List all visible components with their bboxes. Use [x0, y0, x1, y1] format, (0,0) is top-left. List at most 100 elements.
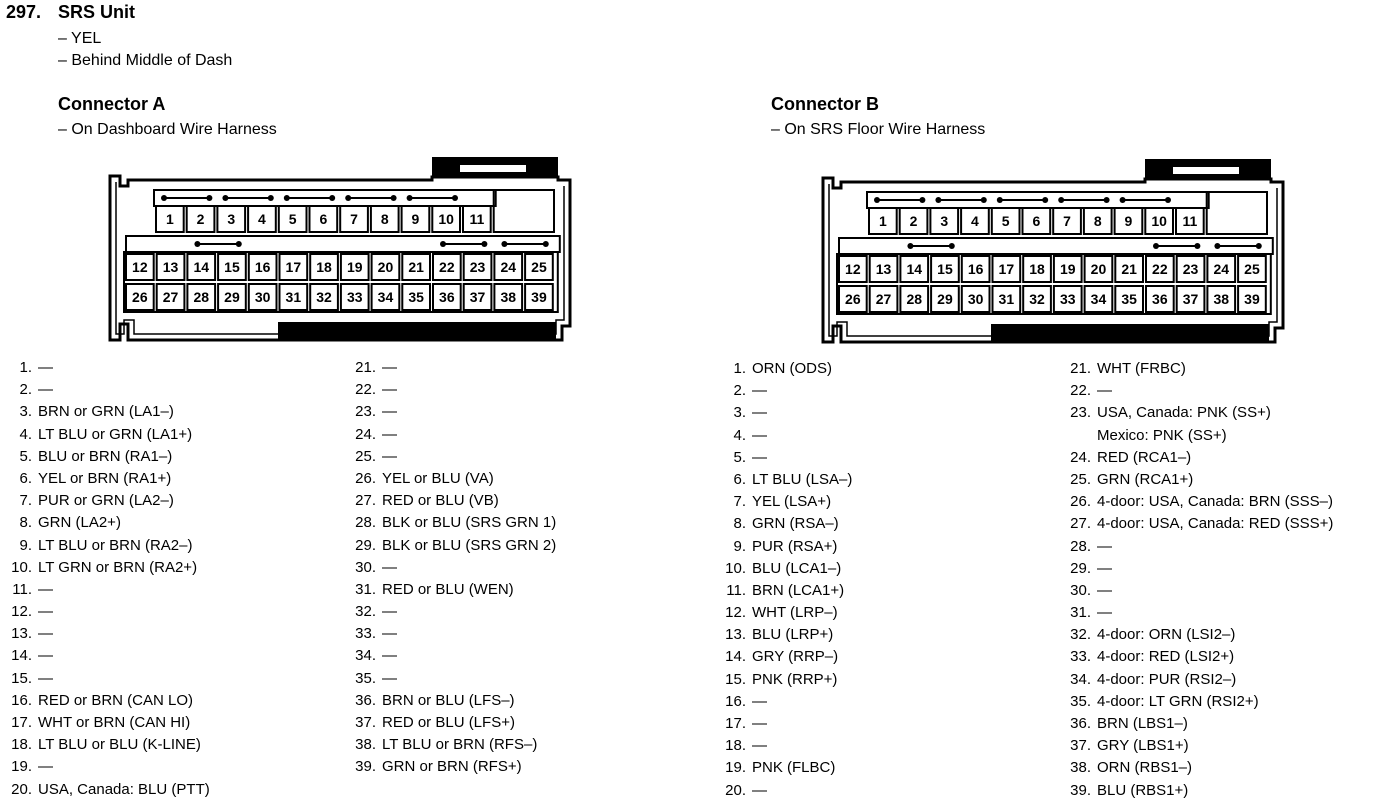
cavity-number: 37: [1183, 291, 1199, 307]
pin-cavity: [339, 253, 370, 281]
pin-description: —: [382, 669, 397, 687]
pin-description: —: [38, 669, 53, 687]
pin-cavity: [524, 283, 554, 311]
cavity-number: 12: [132, 259, 148, 275]
pin-row: 6.YEL or BRN (RA1+): [4, 468, 210, 490]
shorting-bar-end: [235, 241, 242, 247]
pin-number: 20.: [11, 780, 32, 798]
pin-row: 11.BRN (LCA1+): [716, 580, 852, 602]
cavity-number: 14: [906, 261, 922, 277]
pin-row: 13.—: [4, 623, 210, 645]
pin-row: 27.RED or BLU (VB): [348, 490, 556, 512]
pin-number: 4.: [19, 425, 32, 443]
middle-frame: [125, 235, 561, 253]
shorting-bar-end: [1119, 197, 1126, 203]
connector-b-pinlist-col1: 1.ORN (ODS)2.—3.—4.—5.—6.LT BLU (LSA–)7.…: [716, 358, 852, 802]
pin-cavity: [1083, 255, 1114, 283]
pin-description: —: [382, 625, 397, 643]
pin-row: 30.—: [1061, 580, 1333, 602]
pin-number: 33.: [355, 625, 376, 643]
pin-row: 10.BLU (LCA1–): [716, 558, 852, 580]
pin-row: 12.—: [4, 601, 210, 623]
cavity-number: 29: [937, 291, 953, 307]
pin-row: 32.—: [348, 601, 556, 623]
cavity-number: 17: [999, 261, 1015, 277]
pin-row: 8.GRN (RSA–): [716, 513, 852, 535]
pin-description: —: [382, 647, 397, 665]
pin-number: 38.: [1070, 759, 1091, 777]
cavity-number: 1: [879, 213, 887, 229]
pin-row: 39.BLU (RBS1+): [1061, 780, 1333, 802]
pin-cavity: [1052, 207, 1082, 235]
pin-description: BRN or BLU (LFS–): [382, 691, 515, 709]
shorting-bar-end: [948, 243, 955, 249]
pin-number: 38.: [355, 736, 376, 754]
pin-number: 7.: [733, 493, 746, 511]
pin-row: 21.—: [348, 357, 556, 379]
pin-number: 6.: [733, 470, 746, 488]
pin-cavity: [125, 253, 155, 281]
cavity-number: 21: [408, 259, 424, 275]
pin-number: 2.: [19, 381, 32, 399]
shorting-bar-end: [1153, 243, 1159, 249]
pin-cavity: [1052, 285, 1083, 313]
cavity-number: 31: [286, 289, 302, 305]
pin-description: BRN or GRN (LA1–): [38, 403, 174, 421]
cavity-number: 6: [1032, 213, 1040, 229]
latch-top-slot: [460, 165, 526, 172]
pin-description: GRN or BRN (RFS+): [382, 758, 522, 776]
pin-description: 4-door: PUR (RSI2–): [1097, 670, 1237, 688]
pin-row: 5.BLU or BRN (RA1–): [4, 446, 210, 468]
pin-number: 14.: [11, 647, 32, 665]
pin-row: 4.LT BLU or GRN (LA1+): [4, 424, 210, 446]
cavity-number: 30: [968, 291, 984, 307]
pin-row: 34.—: [348, 645, 556, 667]
pin-row: 31.—: [1061, 602, 1333, 624]
connector-a-pinlist-col1: 1.—2.—3.BRN or GRN (LA1–)4.LT BLU or GRN…: [4, 357, 210, 801]
cavity-number: 2: [910, 213, 918, 229]
cavity-number: 14: [193, 259, 209, 275]
pin-cavity: [493, 283, 524, 311]
pin-number: 18.: [11, 736, 32, 754]
cavity-number: 19: [1060, 261, 1076, 277]
cavity-number: 25: [531, 259, 547, 275]
shorting-bar-end: [329, 195, 336, 201]
pin-cavity: [309, 283, 339, 311]
pin-number: 14.: [725, 648, 746, 666]
pin-description: —: [752, 404, 767, 422]
pin-description: RED or BRN (CAN LO): [38, 691, 194, 709]
pin-row: 22.—: [348, 379, 556, 401]
shorting-bar-end: [1042, 197, 1049, 203]
pin-row: 25.GRN (RCA1+): [1061, 469, 1333, 491]
pin-row: 14.—: [4, 645, 210, 667]
pin-cavity: [308, 205, 339, 233]
pin-description: —: [382, 447, 397, 465]
pin-number: 29.: [1070, 559, 1091, 577]
pin-number: 19.: [725, 759, 746, 777]
pin-description: LT BLU or BRN (RFS–): [382, 736, 538, 754]
pin-description: LT BLU (LSA–): [752, 470, 853, 488]
pin-description: BLU (LRP+): [752, 626, 834, 644]
pin-cavity: [493, 253, 524, 281]
shorting-bar-end: [874, 197, 880, 203]
cavity-number: 20: [1091, 261, 1107, 277]
shorting-bar-end: [1058, 197, 1065, 203]
pin-description: BLK or BLU (SRS GRN 2): [382, 536, 557, 554]
pin-number: 21.: [1070, 360, 1091, 377]
connector-color: – YEL: [58, 30, 102, 47]
cavity-number: 8: [1094, 213, 1102, 229]
latch-top-slot: [1173, 167, 1239, 174]
pin-row: 9.LT BLU or BRN (RA2–): [4, 535, 210, 557]
pin-description: GRN (RCA1+): [1097, 470, 1194, 488]
lower-frame: [836, 253, 1272, 315]
pin-row: 20.—: [716, 780, 852, 802]
cavity-number: 26: [132, 289, 148, 305]
component-title: 297.SRS Unit: [6, 2, 135, 23]
pin-number: 15.: [725, 670, 746, 688]
pin-cavity: [186, 253, 217, 281]
pin-row: 15.PNK (RRP+): [716, 669, 852, 691]
pin-number: 3.: [733, 404, 746, 422]
pin-number: 10.: [725, 559, 746, 577]
pin-cavity: [432, 253, 462, 281]
connector-a-location: – On Dashboard Wire Harness: [58, 121, 277, 138]
